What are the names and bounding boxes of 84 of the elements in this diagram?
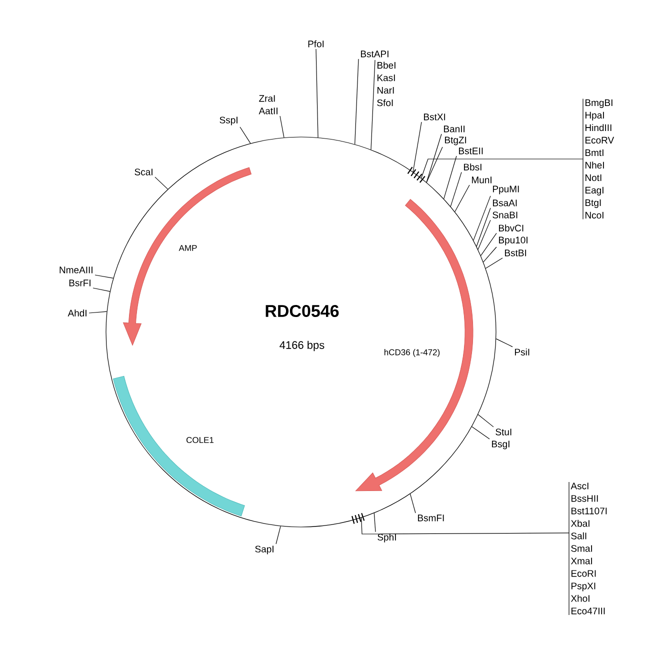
enzyme-site-label: BanII xyxy=(444,126,464,132)
node-label: BtgI xyxy=(585,199,601,208)
enzyme-site-label: PsiI xyxy=(515,348,530,356)
plasmid-name: RDC0546 xyxy=(266,304,339,318)
enzyme-site-label: PfoI xyxy=(308,40,324,48)
leader-line xyxy=(240,126,251,144)
leader-line xyxy=(412,122,422,172)
node-label: XmaI xyxy=(570,558,592,564)
leader-line xyxy=(450,172,462,207)
plasmid-size: 4166 bps xyxy=(280,340,324,352)
node-label: AscI xyxy=(570,482,588,490)
enzyme-site-label: BtgZI xyxy=(445,136,466,146)
enzyme-site-list: AscI BssHII Bst1107I XbaI SalI SmaI XmaI EcoRI PspXI XhoI Eco47III xyxy=(570,482,607,614)
node-label: NheI xyxy=(585,162,604,169)
node-label: XbaI xyxy=(570,520,590,527)
feature-label: COLE1 xyxy=(186,437,214,443)
leader-line xyxy=(496,338,513,348)
node-label: HpaI xyxy=(585,112,604,120)
leader-line xyxy=(361,517,570,534)
leader-line xyxy=(476,208,491,247)
leader-line xyxy=(478,414,494,428)
leader-line xyxy=(92,288,110,292)
enzyme-site-label: BbvCI xyxy=(499,224,524,232)
node-label: PspXI xyxy=(571,582,596,592)
node-label: Bst1107I xyxy=(571,508,607,514)
enzyme-site-label: PpuMI xyxy=(493,186,519,194)
leader-line xyxy=(483,246,497,262)
enzyme-site-label: BstEII xyxy=(459,148,483,154)
leader-line xyxy=(472,426,490,440)
enzyme-site-label: NmeAIII xyxy=(60,266,92,274)
leader-line xyxy=(454,184,470,212)
node-label: NotI xyxy=(585,174,602,182)
leader-line xyxy=(444,156,457,200)
leader-line xyxy=(154,176,168,190)
leader-line xyxy=(280,116,284,138)
enzyme-site-label: SphI xyxy=(378,534,396,542)
leader-line xyxy=(410,494,416,514)
leader-line xyxy=(426,146,443,183)
leader-line xyxy=(370,60,376,150)
node-label: BmtI xyxy=(585,149,604,156)
leader-line xyxy=(426,134,442,183)
enzyme-site-list: BbeI KasI NarI SfoI xyxy=(377,62,396,106)
node-label: NcoI xyxy=(585,212,604,219)
enzyme-site-label: SnaBI xyxy=(492,212,518,218)
enzyme-site-label: BbsI xyxy=(464,164,482,170)
node-label: BssHII xyxy=(571,495,598,502)
enzyme-site-label: ScaI xyxy=(134,168,152,176)
enzyme-site-label: AhdI xyxy=(68,310,86,316)
leader-line xyxy=(88,311,108,314)
node-label: SalI xyxy=(571,532,586,540)
feature-label: hCD36 (1-472) xyxy=(384,349,440,357)
node-label: EagI xyxy=(585,186,604,196)
feature-label: AMP xyxy=(178,245,197,251)
leader-line xyxy=(420,158,584,178)
enzyme-site-label: BsaAI xyxy=(493,200,517,206)
leader-line xyxy=(316,48,318,138)
leader-line xyxy=(276,526,281,544)
node-label: EcoRI xyxy=(571,570,596,577)
enzyme-site-label: BstAPI xyxy=(361,50,388,58)
leader-line xyxy=(374,512,376,532)
enzyme-site-label: BsrFI xyxy=(69,280,90,286)
node-label: HindIII xyxy=(585,124,612,132)
node-label: XhoI xyxy=(570,594,590,602)
enzyme-site-label: Bpu10I xyxy=(499,236,528,246)
enzyme-site-label: BsmFI xyxy=(418,514,444,522)
leader-line xyxy=(354,58,359,145)
leader-line xyxy=(485,258,503,269)
enzyme-site-label: BstBI xyxy=(505,250,526,256)
enzyme-site-label: MunI xyxy=(472,176,492,184)
node-label: SmaI xyxy=(571,545,592,552)
node-label: Eco47III xyxy=(571,608,605,614)
node-label: EcoRV xyxy=(585,136,614,144)
enzyme-site-label: StuI xyxy=(496,428,512,436)
enzyme-site-label: SapI xyxy=(255,546,274,554)
enzyme-site-label: BstXI xyxy=(424,114,446,120)
node-label: BmgBI xyxy=(585,99,612,108)
enzyme-site-label: SspI xyxy=(220,116,238,126)
enzyme-site-list: BmgBI HpaI HindIII EcoRV BmtI NheI NotI EagI BtgI NcoI xyxy=(586,99,614,219)
leader-line xyxy=(480,232,497,256)
enzyme-site-label: BsgI xyxy=(492,440,510,450)
leader-line xyxy=(94,274,114,278)
leader-line xyxy=(478,220,491,250)
leader-line xyxy=(473,196,491,241)
enzyme-site-list: ZraI AatII xyxy=(258,95,278,114)
